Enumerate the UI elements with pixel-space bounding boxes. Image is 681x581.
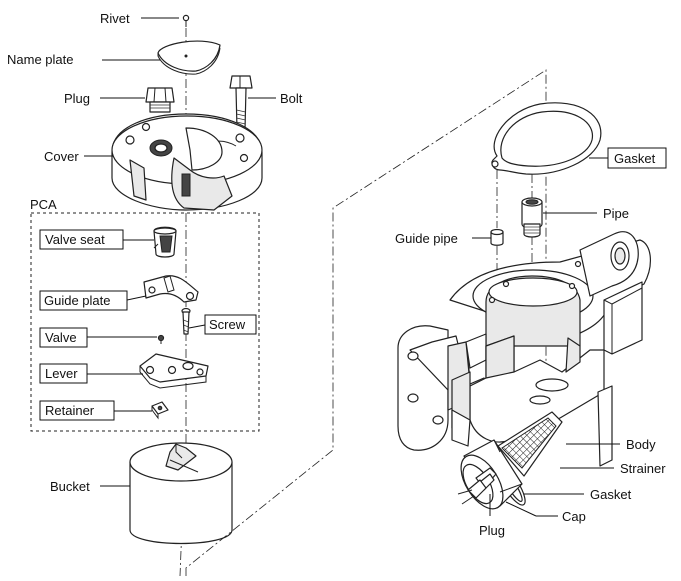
- right-exploded-assembly: Gasket Pipe Guide pipe: [395, 102, 667, 538]
- guide-plate-leader: [126, 295, 147, 301]
- plug-right-label: Plug: [479, 523, 505, 538]
- guide-plate-part: [143, 275, 199, 303]
- guide-plate-label-box: [39, 290, 128, 311]
- valve-label: Valve: [45, 330, 77, 345]
- gasket-top-part: [491, 102, 602, 175]
- strainer-part: [497, 411, 563, 477]
- bolt-label: Bolt: [280, 91, 303, 106]
- screw-label: Screw: [209, 317, 246, 332]
- body-label: Body: [626, 437, 656, 452]
- screw-label-box: [204, 314, 257, 335]
- guide-pipe-part: [490, 228, 504, 246]
- screw-leader: [188, 324, 206, 329]
- rivet-label: Rivet: [100, 11, 130, 26]
- pipe-part: [521, 197, 543, 238]
- gasket-top-label: Gasket: [614, 151, 656, 166]
- lever-part: [139, 353, 209, 389]
- retainer-label: Retainer: [45, 403, 95, 418]
- valve-seat-part: [153, 226, 177, 258]
- bolt-part: [229, 75, 253, 131]
- pipe-label: Pipe: [603, 206, 629, 221]
- guide-pipe-label: Guide pipe: [395, 231, 458, 246]
- plug-left-label: Plug: [64, 91, 90, 106]
- rivet-part: [182, 14, 190, 27]
- pca-group-box: [30, 212, 260, 432]
- valve-part: [157, 334, 165, 344]
- cap-leader: [505, 501, 537, 517]
- plug-left-part: [145, 87, 175, 113]
- name-plate-label: Name plate: [7, 52, 73, 67]
- cover-part: [111, 113, 263, 211]
- guide-plate-label: Guide plate: [44, 293, 111, 308]
- bucket-part: [129, 442, 233, 545]
- valve-seat-label: Valve seat: [45, 232, 105, 247]
- bucket-label: Bucket: [50, 479, 90, 494]
- plug-right-part: [457, 467, 497, 505]
- body-part: [397, 231, 651, 467]
- left-exploded-assembly: Rivet Name plate Plug Bolt: [7, 11, 303, 577]
- cap-label: Cap: [562, 509, 586, 524]
- pca-label: PCA: [30, 197, 57, 212]
- cover-label: Cover: [44, 149, 79, 164]
- section-plane-outline: [185, 69, 547, 576]
- name-plate-part: [157, 40, 221, 75]
- strainer-label: Strainer: [620, 461, 666, 476]
- lever-label: Lever: [45, 366, 78, 381]
- gasket-bottom-label: Gasket: [590, 487, 632, 502]
- screw-part: [181, 307, 191, 335]
- retainer-part: [151, 401, 169, 420]
